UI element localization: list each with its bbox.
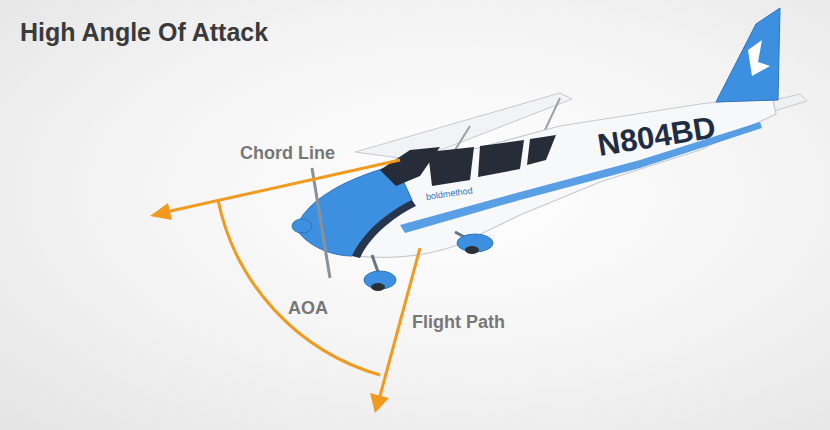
chord-line-label: Chord Line [240,143,335,164]
arrowhead [150,203,172,220]
side-window [428,147,474,186]
side-window [527,135,556,165]
spinner [292,219,312,233]
aoa-arc [218,200,380,375]
wing-strut [545,98,560,130]
nose-gear [372,255,378,272]
cowling-trim [352,200,416,258]
wheel [371,283,385,291]
tail-logo [748,40,770,76]
chord-line [166,160,400,212]
side-window [478,140,524,177]
propeller [312,168,330,278]
wheel [465,246,479,254]
aoa-label: AOA [288,298,328,319]
diagram-title: High Angle Of Attack [20,18,268,47]
wing-strut [455,126,470,150]
flight-path-label: Flight Path [412,312,505,333]
vertical-fin [716,8,780,102]
arrowhead [370,393,389,413]
